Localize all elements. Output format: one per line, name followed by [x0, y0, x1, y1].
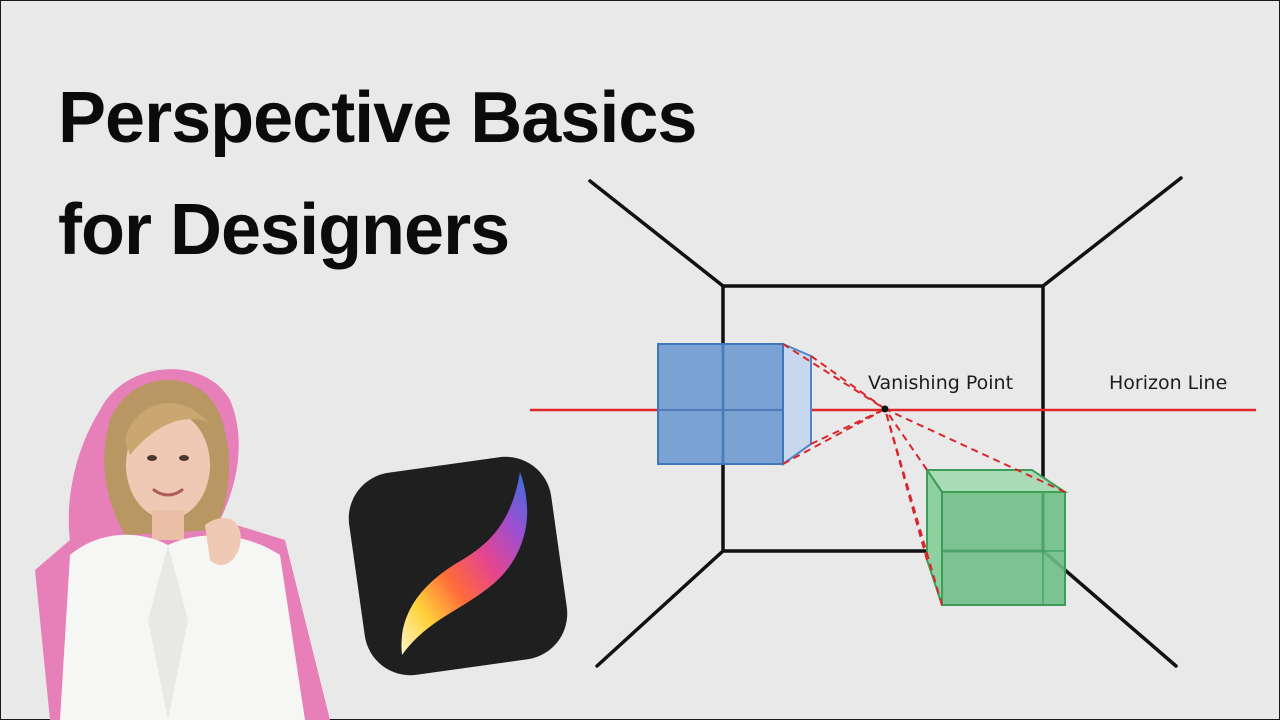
green-box	[925, 466, 1069, 606]
title-line-1: Perspective Basics	[58, 78, 697, 158]
vanishing-rays	[782, 343, 1066, 606]
title-line-2: for Designers	[58, 190, 510, 270]
horizon-line-label: Horizon Line	[1109, 372, 1228, 394]
vanishing-point-dot	[881, 405, 889, 413]
room-edge-bottom-left	[595, 549, 725, 668]
procreate-icon	[348, 456, 568, 676]
page-title: Perspective Basics for Designers	[58, 62, 697, 286]
blue-box	[657, 342, 812, 466]
presenter-photo	[35, 369, 330, 720]
room-edge-top-right	[1041, 176, 1183, 288]
vanishing-point-label: Vanishing Point	[868, 372, 1014, 394]
room-edge-top-left	[588, 179, 725, 288]
